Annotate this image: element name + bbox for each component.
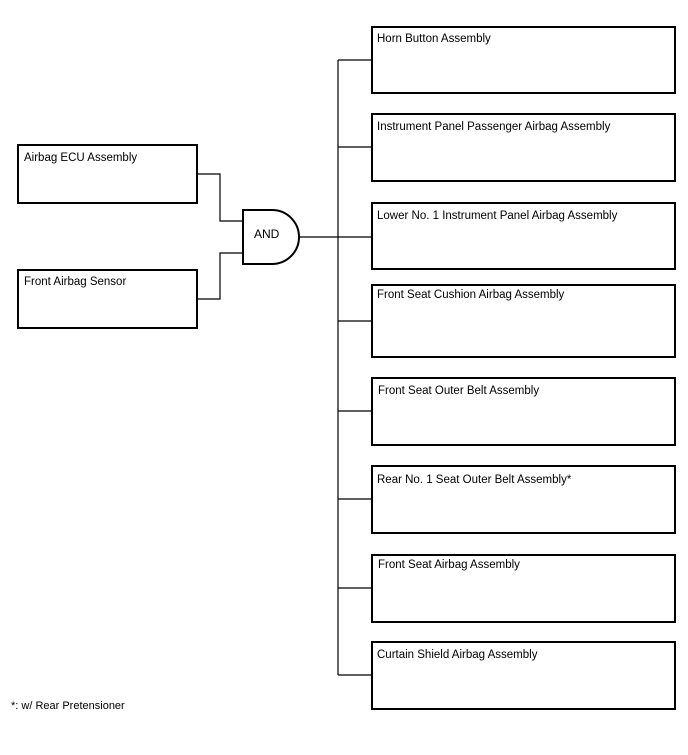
output-label: Front Seat Airbag Assembly xyxy=(378,559,520,571)
input-label: Airbag ECU Assembly xyxy=(24,152,137,164)
output-box-front-seat-airbag: Front Seat Airbag Assembly xyxy=(371,554,676,623)
output-label: Curtain Shield Airbag Assembly xyxy=(377,649,538,661)
input-label: Front Airbag Sensor xyxy=(24,276,126,288)
output-box-front-seat-outer-belt: Front Seat Outer Belt Assembly xyxy=(371,377,676,446)
output-box-rear-seat-outer-belt: Rear No. 1 Seat Outer Belt Assembly* xyxy=(371,465,676,534)
output-label: Front Seat Outer Belt Assembly xyxy=(378,385,539,397)
output-label: Front Seat Cushion Airbag Assembly xyxy=(377,289,565,301)
input-box-airbag-ecu: Airbag ECU Assembly xyxy=(17,144,198,204)
and-gate-label: AND xyxy=(254,227,280,241)
output-box-instrument-panel-passenger-airbag: Instrument Panel Passenger Airbag Assemb… xyxy=(371,113,676,182)
output-label: Instrument Panel Passenger Airbag Assemb… xyxy=(377,121,611,133)
output-box-front-seat-cushion-airbag: Front Seat Cushion Airbag Assembly xyxy=(371,284,676,358)
and-gate: AND xyxy=(242,209,300,265)
output-label: Horn Button Assembly xyxy=(377,33,491,45)
wire-input-2 xyxy=(197,252,243,300)
input-box-front-airbag-sensor: Front Airbag Sensor xyxy=(17,269,198,329)
wire-input-1 xyxy=(197,173,243,222)
output-box-lower-instrument-panel-airbag: Lower No. 1 Instrument Panel Airbag Asse… xyxy=(371,202,676,270)
output-label: Rear No. 1 Seat Outer Belt Assembly* xyxy=(377,474,572,486)
output-box-horn-button: Horn Button Assembly xyxy=(371,26,676,94)
output-label: Lower No. 1 Instrument Panel Airbag Asse… xyxy=(377,210,618,222)
output-box-curtain-shield-airbag: Curtain Shield Airbag Assembly xyxy=(371,641,676,710)
footnote: *: w/ Rear Pretensioner xyxy=(11,700,125,712)
